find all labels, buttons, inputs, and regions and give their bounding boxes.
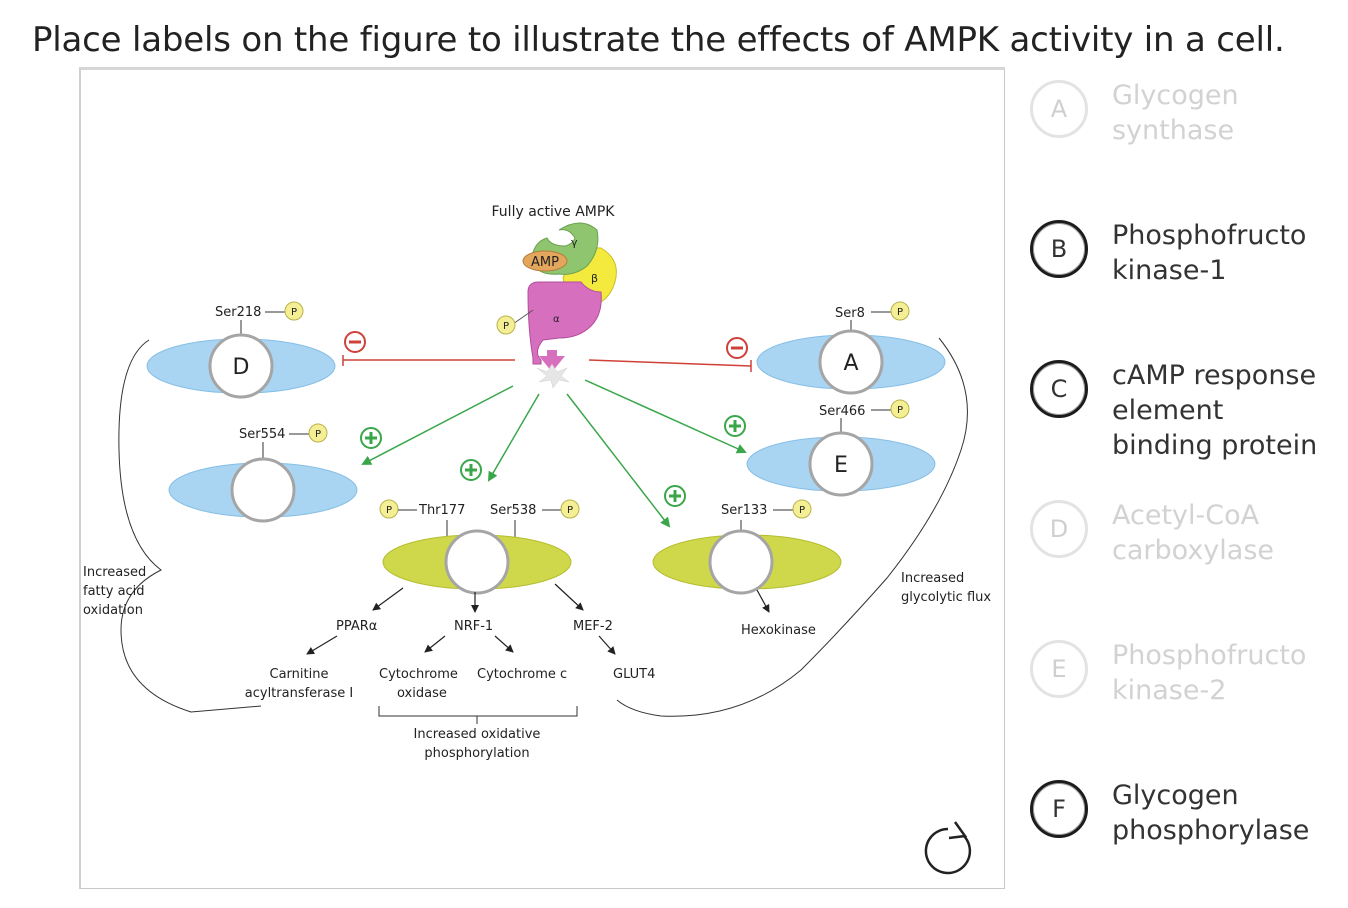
label-option-b-badge: B: [1030, 220, 1088, 278]
cytochrome-c-label: Cytochrome c: [477, 667, 567, 682]
mef2-label: MEF-2: [573, 619, 613, 634]
plus-icon-ser133: [664, 485, 686, 507]
drop-slot-ser554[interactable]: [230, 457, 296, 523]
glycolytic-bracket: [616, 337, 968, 717]
target-ser8: Ser8 P A: [756, 301, 946, 395]
figure-panel: Fully active AMPK AMP γ β α P: [79, 67, 1005, 889]
label-option-c-badge: C: [1030, 360, 1088, 418]
nrf1-label: NRF-1: [454, 619, 493, 634]
svg-text:P: P: [897, 405, 903, 416]
ampk-title: Fully active AMPK: [492, 204, 616, 220]
carnitine-label-1: Carnitine: [270, 667, 329, 682]
target-thr177: P Thr177 Ser538 P: [379, 499, 580, 595]
glyco-label-2: glycolytic flux: [901, 590, 991, 605]
fatty-label-2: fatty acid: [83, 584, 145, 599]
activate-arrow-thr177: [487, 393, 540, 482]
inhibit-line-right: [588, 359, 752, 367]
activation-burst: [536, 363, 570, 389]
activate-arrow-ser554: [361, 385, 514, 465]
activate-arrow-ser133: [566, 393, 671, 528]
label-option-d-badge: D: [1030, 500, 1088, 558]
carnitine-label-2: acyltransferase I: [245, 686, 353, 701]
reset-icon: [924, 827, 972, 875]
alpha-subunit: [527, 281, 602, 365]
svg-text:P: P: [386, 505, 392, 516]
amp-molecule: [522, 250, 568, 272]
minus-icon-left: [344, 331, 366, 353]
reset-button[interactable]: [917, 821, 975, 876]
svg-text:P: P: [799, 505, 805, 516]
ser218-label: Ser218: [215, 305, 261, 320]
svg-text:P: P: [897, 307, 903, 318]
cytochrome-oxidase-label-1: Cytochrome: [379, 667, 458, 682]
label-option-a-badge: A: [1030, 80, 1088, 138]
beta-label: β: [591, 272, 598, 285]
svg-text:P: P: [315, 429, 321, 440]
label-option-e-badge: E: [1030, 640, 1088, 698]
thr177-label: Thr177: [418, 503, 465, 518]
gamma-label: γ: [571, 236, 578, 249]
target-ser133: Ser133 P: [652, 499, 842, 595]
drop-slot-ser218[interactable]: [208, 333, 274, 399]
target-ser218: Ser218 P D: [146, 301, 336, 399]
fatty-label-3: oxidation: [83, 603, 143, 618]
ser554-label: Ser554: [239, 427, 285, 442]
ampk-complex: Fully active AMPK AMP γ β α P: [492, 204, 617, 389]
alpha-label: α: [553, 314, 560, 325]
plus-icon-ser466: [724, 415, 746, 437]
glyco-label-1: Increased: [901, 571, 964, 586]
ampk-output-arrow: [539, 350, 565, 372]
fatty-label-1: Increased: [83, 565, 146, 580]
activate-arrow-ser466: [584, 379, 747, 454]
hexokinase-label: Hexokinase: [741, 623, 816, 638]
question-text: Place labels on the figure to illustrate…: [32, 20, 1285, 60]
ser466-label: Ser466: [819, 404, 865, 419]
svg-text:P: P: [567, 505, 573, 516]
fatty-acid-bracket: [118, 339, 262, 713]
drop-slot-thr177[interactable]: [444, 529, 510, 595]
slot-ser218-letter: D: [233, 355, 250, 380]
ampk-diagram: Fully active AMPK AMP γ β α P: [83, 204, 991, 876]
slot-ser466-letter: E: [834, 453, 848, 478]
slot-ser8-letter: A: [843, 351, 858, 376]
oxphos-label-1: Increased oxidative: [414, 727, 541, 742]
amp-label: AMP: [531, 255, 559, 270]
minus-icon-right: [726, 337, 748, 359]
target-ser554: Ser554 P: [168, 423, 358, 523]
svg-text:P: P: [291, 307, 297, 318]
ser538-label: Ser538: [490, 503, 536, 518]
drop-slot-ser133[interactable]: [708, 529, 774, 595]
cytochrome-oxidase-label-2: oxidase: [397, 686, 447, 701]
ser133-label: Ser133: [721, 503, 767, 518]
ampk-phospho-label: P: [503, 321, 509, 332]
glut4-label: GLUT4: [613, 667, 655, 682]
drop-slot-ser8[interactable]: [818, 329, 884, 395]
ser8-label: Ser8: [835, 306, 865, 321]
drop-slot-ser466[interactable]: [808, 431, 874, 497]
ampk-phospho-badge: [496, 315, 516, 335]
oxphos-label-2: phosphorylation: [424, 746, 529, 761]
label-option-f-badge: F: [1030, 780, 1088, 838]
plus-icon-thr177: [460, 459, 482, 481]
ppara-label: PPARα: [336, 619, 377, 634]
target-ser466: Ser466 P E: [746, 399, 936, 497]
plus-icon-ser554: [360, 427, 382, 449]
